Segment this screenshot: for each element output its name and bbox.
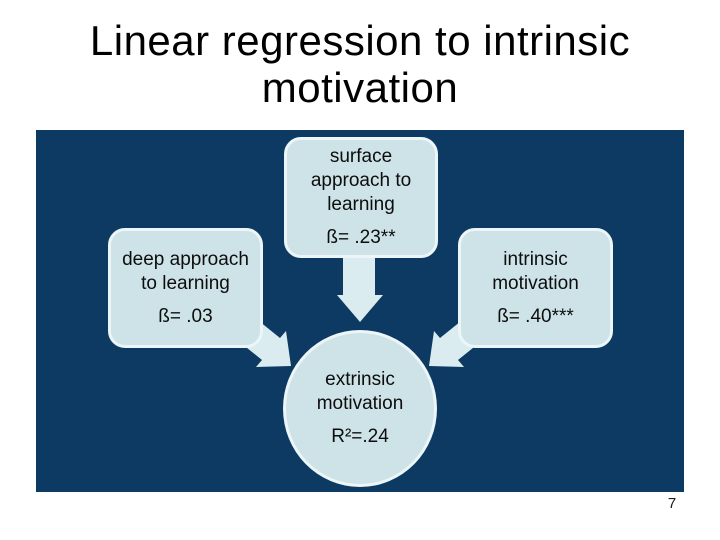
node-extrinsic-motivation-label: extrinsic motivation — [316, 369, 404, 414]
slide-title-line-1: Linear regression to intrinsic — [89, 17, 631, 64]
node-surface-approach-label: surface approach to learning — [310, 146, 412, 215]
slide-title-line-2: motivation — [261, 64, 459, 111]
page-number: 7 — [667, 495, 677, 512]
node-deep-approach: deep approach to learning ß= .03 — [108, 228, 263, 348]
node-intrinsic-motivation: intrinsic motivation ß= .40*** — [458, 228, 613, 348]
node-extrinsic-motivation: extrinsic motivation R²=.24 — [283, 330, 437, 487]
node-deep-approach-label: deep approach to learning — [122, 248, 249, 294]
node-extrinsic-motivation-r2: R²=.24 — [331, 426, 389, 447]
node-surface-approach: surface approach to learning ß= .23** — [284, 137, 438, 258]
node-surface-approach-beta: ß= .23** — [326, 227, 396, 248]
node-intrinsic-motivation-beta: ß= .40*** — [497, 305, 574, 327]
node-deep-approach-beta: ß= .03 — [158, 305, 213, 327]
slide-title: Linear regression to intrinsic motivatio… — [0, 17, 720, 111]
node-intrinsic-motivation-label: intrinsic motivation — [492, 248, 579, 294]
